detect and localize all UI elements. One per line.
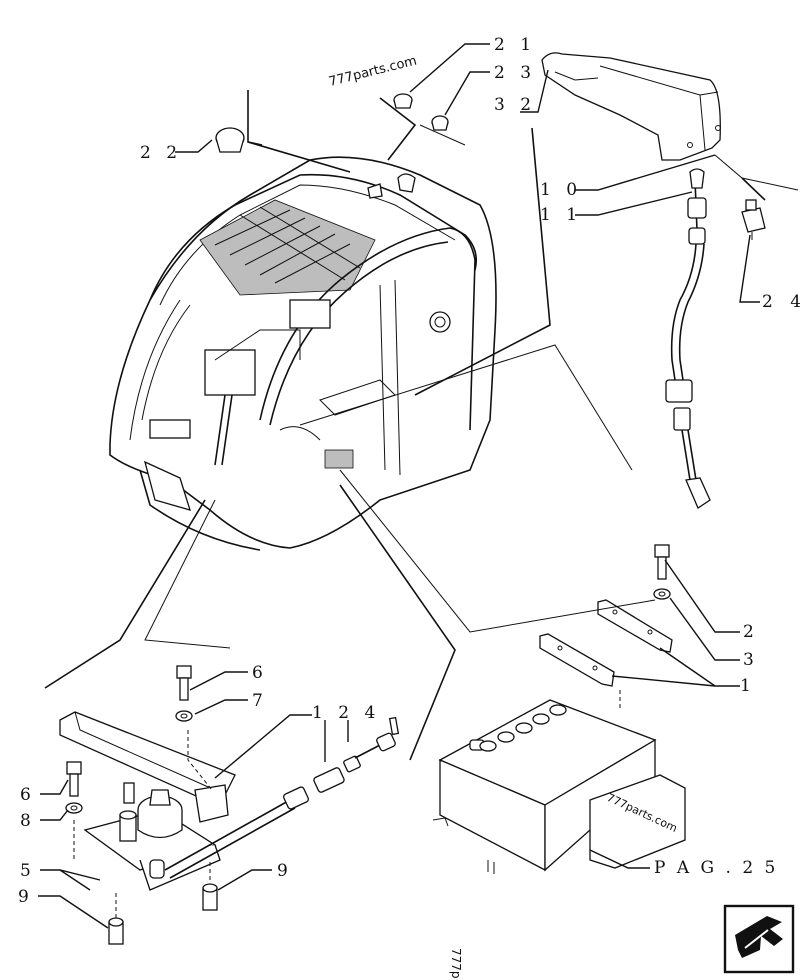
cap-plug-21 (393, 93, 413, 109)
callout-3: 3 (743, 650, 759, 670)
callout-11: 1 1 (540, 205, 582, 225)
callout-7: 7 (252, 691, 268, 711)
callout-9-left: 9 (18, 887, 34, 907)
hand-lever-assembly (541, 52, 766, 509)
watermark-top: 777parts.com (327, 54, 418, 90)
bracket-1-lower (539, 633, 615, 687)
cab-assembly (109, 156, 497, 551)
washer-8 (65, 802, 83, 814)
callout-8: 8 (20, 811, 36, 831)
bracket-1-upper (597, 599, 673, 653)
spacer-9-right (202, 883, 218, 911)
callout-22: 2 2 (140, 143, 182, 163)
spacer-9-left (108, 917, 124, 945)
callout-labels: 2 1 2 3 3 2 2 2 1 0 1 1 2 4 2 3 1 6 7 1 … (18, 35, 800, 907)
callout-6-lower: 6 (20, 785, 36, 805)
next-page-arrow-icon[interactable] (723, 904, 795, 974)
callout-1: 1 (740, 676, 756, 696)
callout-24: 2 4 (762, 292, 800, 312)
callout-10: 1 0 (540, 180, 582, 200)
cap-plug-22 (215, 127, 245, 153)
callout-2: 2 (743, 622, 759, 642)
bolt-6-lower (66, 761, 82, 797)
leader-lines (38, 43, 799, 929)
pedal-assembly (59, 711, 400, 891)
cap-plug-23 (431, 115, 449, 131)
connector-row (479, 704, 567, 752)
cab-interior (149, 299, 451, 469)
roof-grille (199, 199, 376, 296)
callout-23: 2 3 (494, 63, 536, 83)
watermark-bottom: 777p (449, 948, 463, 979)
washer-7 (175, 710, 193, 722)
callout-32: 3 2 (494, 95, 536, 115)
callout-124: 1 2 4 (312, 703, 380, 723)
callout-6-upper: 6 (252, 663, 268, 683)
callout-9-right: 9 (277, 861, 293, 881)
washer-3 (653, 588, 671, 600)
callout-5: 5 (20, 861, 36, 881)
bolt-2 (654, 544, 670, 580)
callout-21: 2 1 (494, 35, 536, 55)
bolt-6-upper (176, 665, 192, 701)
control-box (432, 699, 686, 874)
page-reference: P A G . 2 5 (654, 858, 778, 878)
